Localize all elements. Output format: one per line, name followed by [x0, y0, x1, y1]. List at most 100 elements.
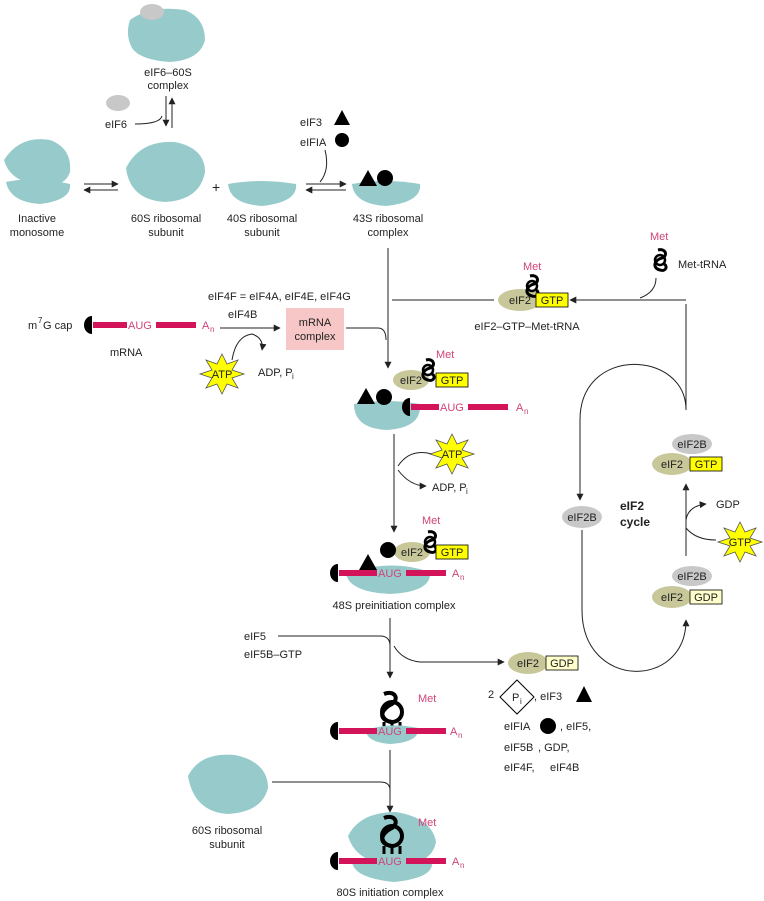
gdp-released-label: GDP	[550, 658, 574, 670]
adp-pi-label-1: ADP, P	[258, 367, 293, 379]
aug-mrna: AUG	[128, 320, 152, 332]
met-label-48s: Met	[422, 515, 440, 527]
60s-subunit	[126, 141, 205, 202]
eif3-label: eIF3	[300, 117, 322, 129]
eif2b-gtp-label: eIF2B	[677, 439, 706, 451]
eif6-60s-complex-subunit	[127, 8, 205, 62]
pi-label: P	[512, 692, 519, 704]
eif2-gtp-cycle-label: eIF2	[661, 459, 683, 471]
released-eif4b: eIF4B	[550, 762, 579, 774]
40s-label-2: subunit	[244, 227, 279, 239]
inactive-label-2: monosome	[10, 227, 64, 239]
eif2-complex-label: eIF2	[400, 375, 422, 387]
released-eif3: , eIF3	[534, 691, 562, 703]
released-eif4f: eIF4F,	[504, 762, 535, 774]
80s-large-subunit	[348, 812, 436, 866]
polya-5b: A	[450, 726, 458, 738]
gtp-star-label: GTP	[729, 537, 752, 549]
gtp-complex-label: GTP	[441, 375, 464, 387]
cap-m: m	[28, 320, 37, 332]
mrna-complex-label-2: complex	[295, 331, 336, 343]
aug-48s: AUG	[378, 568, 402, 580]
eif1a-circle	[335, 133, 349, 147]
ternary-complex-label: eIF2–GTP–Met-tRNA	[474, 321, 580, 333]
polya-n-48s: n	[460, 573, 464, 582]
met-label-ternary: Met	[523, 261, 541, 273]
eif6-bound	[140, 4, 164, 20]
released-eif1a: eIFIA	[504, 721, 531, 733]
polya-mrna: A	[202, 320, 210, 332]
atp-label-1: ATP	[212, 369, 233, 381]
met-label-80s: Met	[418, 817, 436, 829]
gtp-cycle-label: GTP	[695, 459, 718, 471]
40s-label-1: 40S ribosomal	[227, 213, 297, 225]
released-eif5b: eIF5B	[504, 742, 533, 754]
48s-label: 48S preinitiation complex	[333, 600, 456, 612]
pi-i-label: i	[520, 697, 522, 706]
eif6-label: eIF6	[105, 119, 127, 131]
inactive-label-1: Inactive	[18, 213, 56, 225]
trna-5b-icon	[380, 691, 404, 728]
polya-n-mrna: n	[210, 325, 214, 334]
met-trna-icon	[653, 248, 668, 272]
released-gdp: , GDP,	[538, 742, 570, 754]
eif6-60s-label-2: complex	[148, 80, 189, 92]
aug-5b: AUG	[378, 726, 402, 738]
atp-label-2: ATP	[442, 449, 463, 461]
mrna-complex-label-1: mRNA	[299, 317, 332, 329]
eif6-free	[106, 95, 130, 111]
polya-n-5b: n	[458, 731, 462, 740]
eif2-cycle-label-2: cycle	[620, 515, 650, 529]
gdp-cycle-label: GDP	[694, 592, 718, 604]
cap-7: 7	[38, 316, 43, 325]
eif5-label: eIF5	[244, 631, 266, 643]
inactive-monosome-large	[4, 139, 71, 186]
60s-subunit-joining	[188, 754, 268, 814]
43s-mrna-subunit	[354, 401, 421, 430]
two-label: 2	[488, 689, 494, 701]
cap-g: G cap	[43, 320, 72, 332]
eif3-triangle	[334, 110, 350, 125]
eif1a-label: eIFIA	[300, 137, 327, 149]
met-trna-label: Met-tRNA	[678, 259, 727, 271]
60s-label-2: subunit	[148, 227, 183, 239]
gtp-ternary-label: GTP	[541, 295, 564, 307]
polya-n-complex: n	[524, 407, 528, 416]
adp-pi-i-2: i	[466, 487, 468, 496]
aug-80s: AUG	[378, 856, 402, 868]
eif2-ternary-label: eIF2	[509, 295, 531, 307]
mrna-label: mRNA	[110, 347, 143, 359]
plus-sign: +	[212, 179, 220, 195]
eif2-gdp-cycle-label: eIF2	[661, 592, 683, 604]
80s-label: 80S initiation complex	[336, 887, 444, 899]
adp-pi-i-1: i	[292, 372, 294, 381]
43s-complex-subunit	[352, 181, 421, 206]
met-label-free: Met	[650, 231, 668, 243]
aug-complex: AUG	[440, 402, 464, 414]
60s-label-1: 60S ribosomal	[131, 213, 201, 225]
met-label-complex: Met	[436, 349, 454, 361]
eif2b-gdp-label: eIF2B	[677, 571, 706, 583]
released-eif5: , eIF5,	[560, 721, 591, 733]
eif5b-gtp-label: eIF5B–GTP	[244, 649, 302, 661]
eif2b-free-label: eIF2B	[567, 512, 596, 524]
cap-m7g-mrna	[84, 316, 92, 334]
60s-joining-label-2: subunit	[209, 839, 244, 851]
43s-label-1: 43S ribosomal	[353, 213, 423, 225]
eif6-60s-label-1: eIF6–60S	[144, 67, 192, 79]
eif2-cycle-label-1: eIF2	[620, 499, 644, 513]
eif4b-label: eIF4B	[228, 309, 257, 321]
eif2b-free	[562, 506, 602, 528]
met-label-5b: Met	[418, 693, 436, 705]
80s-small-subunit	[352, 859, 433, 882]
gtp-48s-label: GTP	[441, 547, 464, 559]
polya-48s: A	[452, 568, 460, 580]
polya-n-80s: n	[460, 861, 464, 870]
43s-label-2: complex	[368, 227, 409, 239]
60s-joining-label-1: 60S ribosomal	[192, 825, 262, 837]
gdp-release-label: GDP	[716, 499, 740, 511]
eif2-48s-label: eIF2	[401, 547, 423, 559]
adp-pi-label-2: ADP, P	[432, 482, 467, 494]
polya-complex: A	[516, 402, 524, 414]
